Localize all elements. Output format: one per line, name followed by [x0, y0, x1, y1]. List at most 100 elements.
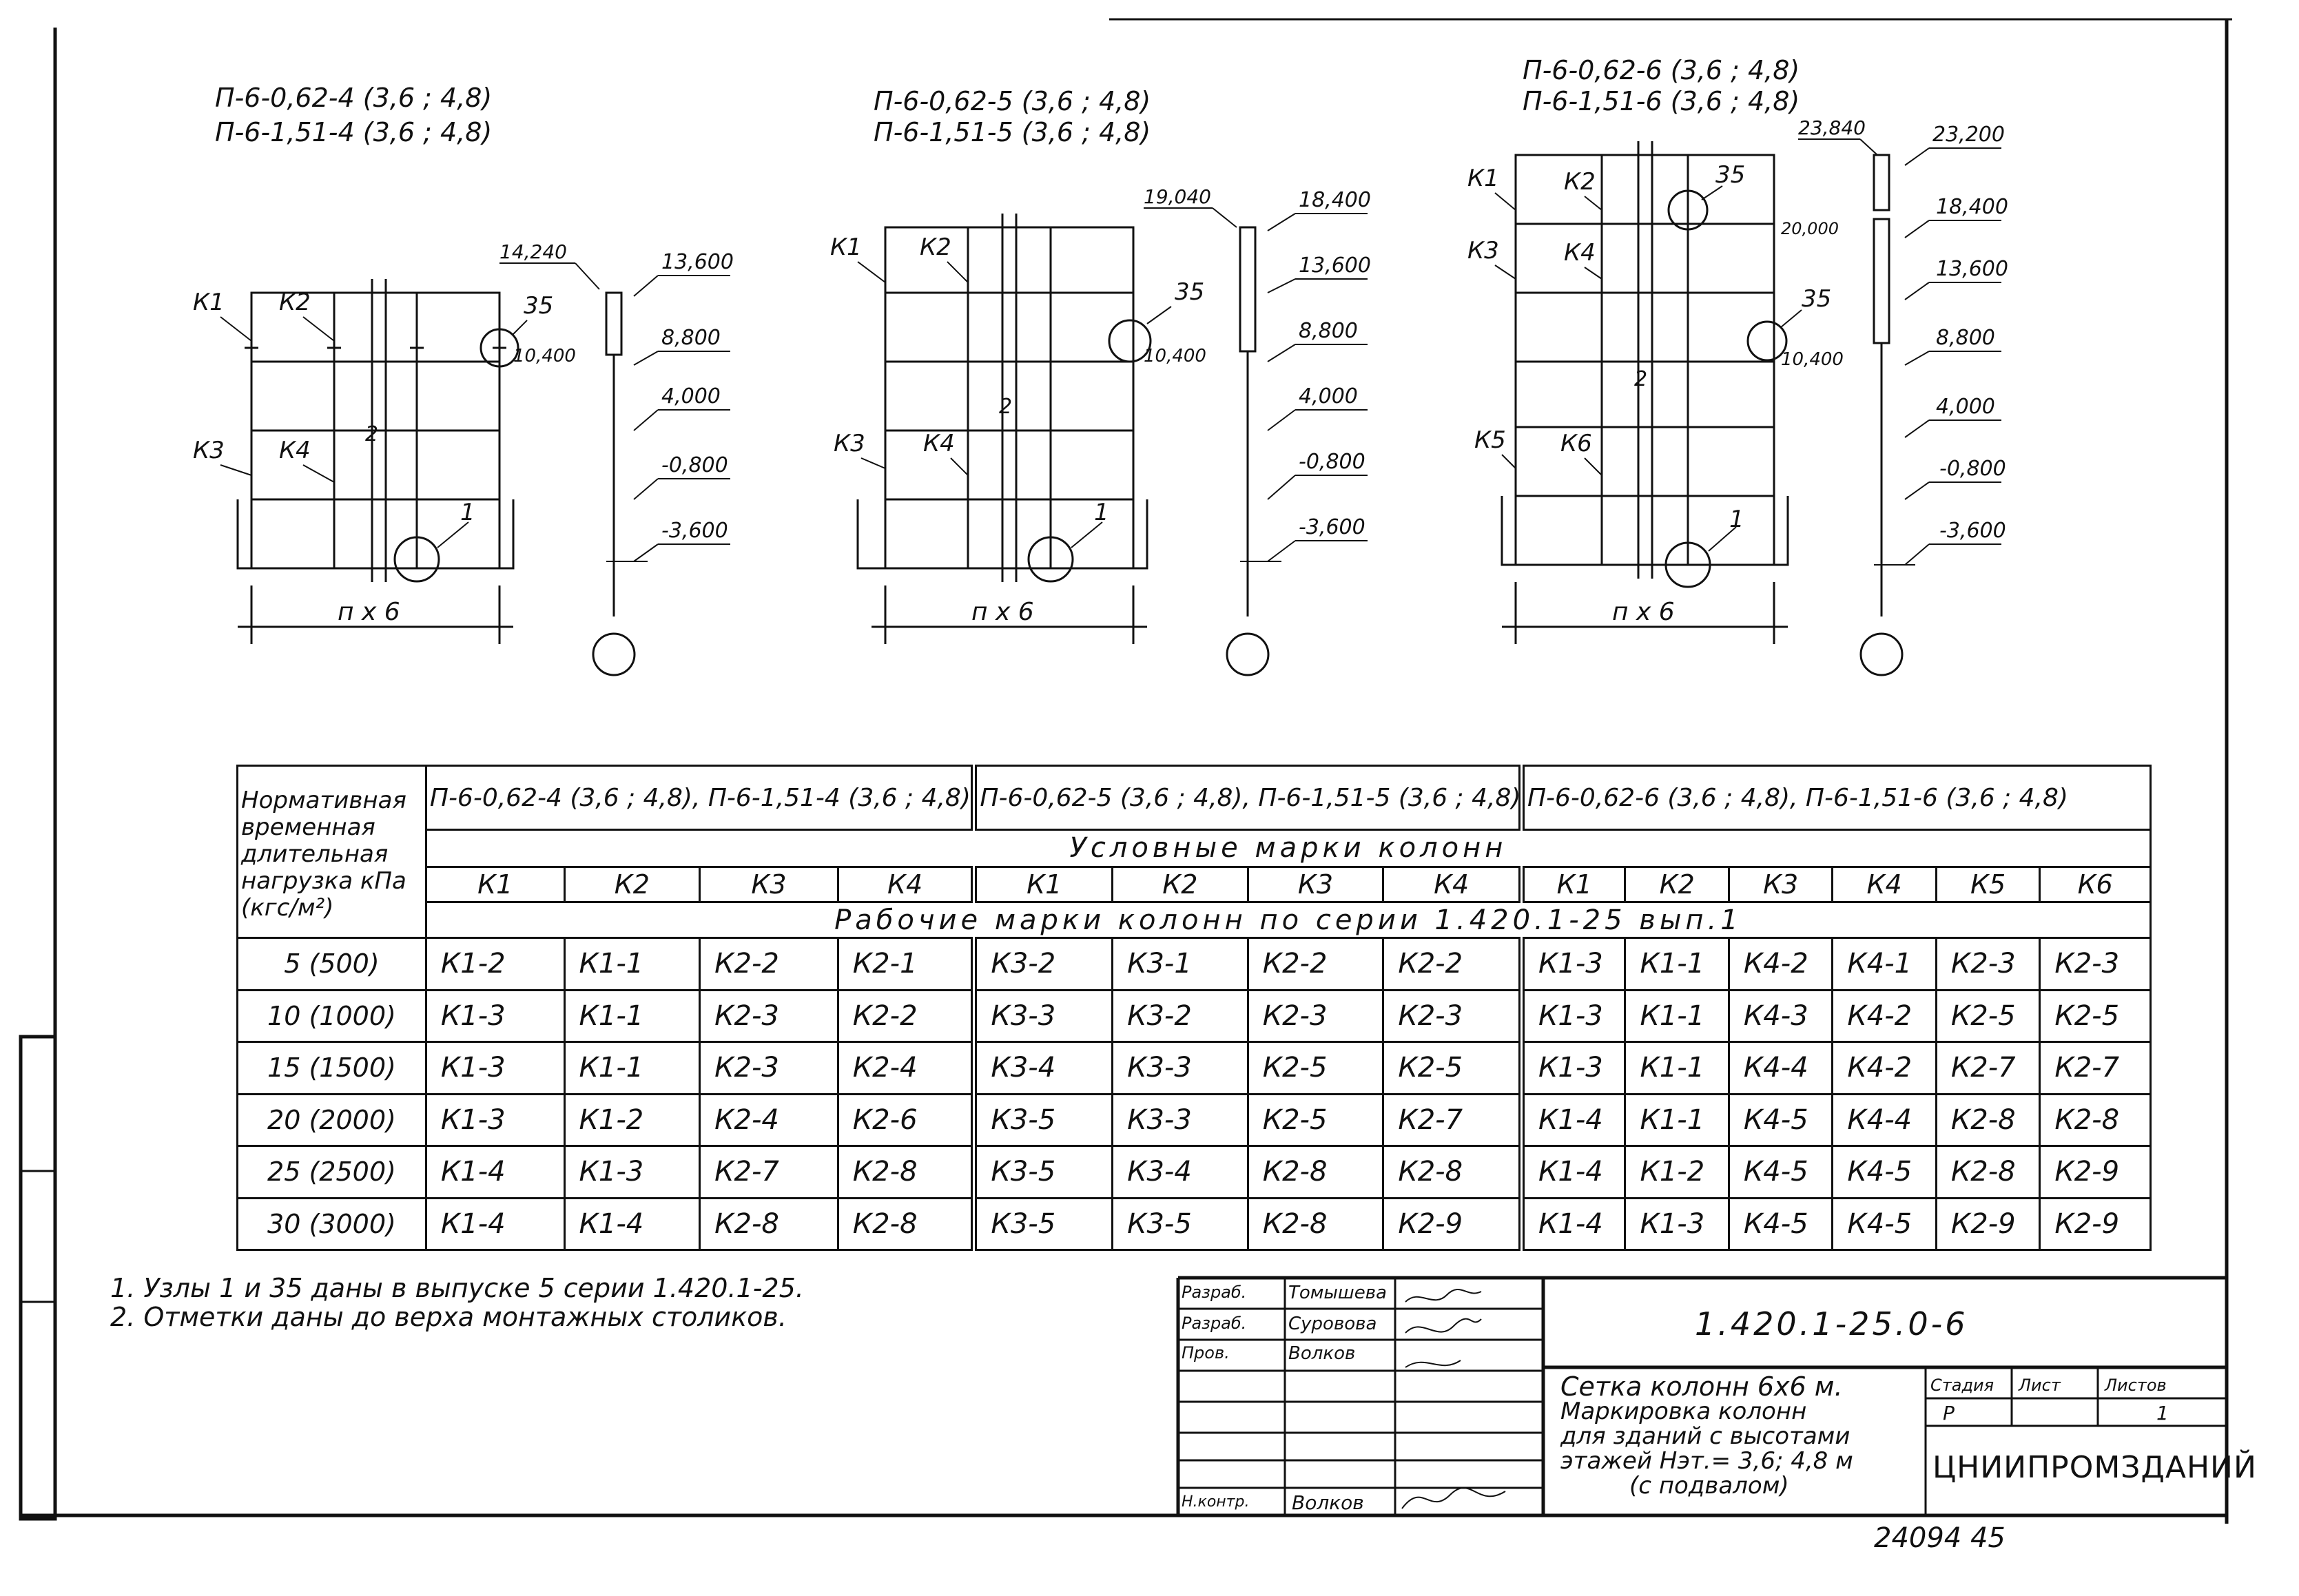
- working-mark-cell: К3-4: [971, 1041, 1114, 1095]
- working-mark-cell: К2-9: [2039, 1145, 2152, 1199]
- drawing-1-title-1: П-6-0,62-4 (3,6 ; 4,8): [215, 83, 492, 113]
- working-mark-cell: К1-1: [563, 988, 701, 1044]
- svg-text:18,400: 18,400: [1936, 195, 2008, 219]
- svg-text:П-6-0,62-6 (3,6 ; 4,8): П-6-0,62-6 (3,6 ; 4,8): [1523, 55, 1800, 85]
- working-mark-cell: К1-3: [563, 1145, 701, 1199]
- svg-text:П-6-0,62-5 (3,6 ; 4,8): П-6-0,62-5 (3,6 ; 4,8): [874, 86, 1151, 116]
- working-mark-cell: К4-3: [1727, 988, 1834, 1044]
- svg-text:8,800: 8,800: [1299, 319, 1358, 343]
- svg-text:П-6-1,51-5 (3,6 ; 4,8): П-6-1,51-5 (3,6 ; 4,8): [874, 117, 1151, 147]
- working-mark-cell: К2-2: [699, 937, 839, 991]
- working-mark-cell: К1-4: [1518, 1092, 1627, 1148]
- svg-text:К4: К4: [923, 430, 955, 457]
- working-mark-cell: К1-3: [1518, 1041, 1627, 1095]
- svg-text:1: 1: [460, 499, 475, 526]
- svg-text:35: 35: [524, 292, 553, 320]
- working-mark-cell: К2-3: [699, 1041, 839, 1095]
- svg-text:К4: К4: [1564, 239, 1596, 267]
- svg-text:10,400: 10,400: [513, 346, 576, 366]
- working-mark-cell: К3-3: [1111, 1041, 1249, 1095]
- working-mark-cell: К1-3: [1518, 988, 1627, 1044]
- sheets-label: Листов: [2105, 1376, 2167, 1395]
- working-mark-cell: К3-2: [971, 937, 1114, 991]
- load-value: 5 (500): [236, 937, 427, 991]
- svg-text:2: 2: [1634, 367, 1647, 391]
- working-mark-cell: К2-8: [2039, 1092, 2152, 1148]
- sheet-label: Лист: [2019, 1376, 2061, 1395]
- conditional-mark: К1: [1518, 865, 1627, 904]
- sheet-description: Сетка колонн 6х6 м. Маркировка колонн дл…: [1560, 1371, 1853, 1500]
- svg-text:-0,800: -0,800: [1939, 457, 2006, 481]
- svg-text:20,000: 20,000: [1781, 219, 1839, 238]
- svg-text:-0,800: -0,800: [1299, 450, 1365, 474]
- working-mark-cell: К3-5: [971, 1092, 1114, 1148]
- document-code: 1.420.1-25.0-6: [1695, 1305, 1968, 1343]
- svg-text:К4: К4: [279, 437, 311, 464]
- working-mark-cell: К2-5: [1246, 1041, 1385, 1095]
- conditional-mark: К4: [1382, 865, 1523, 904]
- working-mark-cell: К1-2: [424, 937, 566, 991]
- working-mark-cell: К1-4: [1518, 1196, 1627, 1252]
- name-1: Томышева: [1288, 1283, 1387, 1303]
- svg-text:К5: К5: [1474, 426, 1506, 454]
- working-mark-cell: К2-7: [1382, 1092, 1523, 1148]
- working-mark-cell: К4-5: [1831, 1196, 1937, 1252]
- working-mark-cell: К4-2: [1831, 1041, 1937, 1095]
- node-1-circle: [393, 536, 440, 583]
- working-mark-cell: К2-7: [2039, 1041, 2152, 1095]
- svg-text:23,840: 23,840: [1798, 116, 1866, 139]
- svg-text:8,800: 8,800: [1936, 326, 1995, 350]
- sheets-value: 1: [2156, 1402, 2169, 1424]
- frame-drawing-3: П-6-0,62-6 (3,6 ; 4,8) П-6-1,51-6 (3,6 ;…: [1467, 55, 2008, 676]
- conditional-mark: К5: [1935, 865, 2041, 904]
- stage-value: Р: [1943, 1402, 1955, 1424]
- load-value: 10 (1000): [236, 988, 427, 1044]
- working-mark-cell: К4-4: [1727, 1041, 1834, 1095]
- binding-strip: [19, 1035, 57, 1521]
- svg-text:П-6-1,51-6 (3,6 ; 4,8): П-6-1,51-6 (3,6 ; 4,8): [1523, 86, 1800, 116]
- conditional-marks-title: Условные марки колонн: [424, 829, 2152, 868]
- role-1: Разраб.: [1182, 1283, 1247, 1302]
- svg-text:35: 35: [1802, 285, 1831, 313]
- working-mark-cell: К2-2: [1246, 937, 1385, 991]
- svg-text:К3: К3: [834, 430, 865, 457]
- svg-text:10,400: 10,400: [1781, 349, 1844, 370]
- working-mark-cell: К2-7: [699, 1145, 839, 1199]
- working-mark-cell: К2-4: [699, 1092, 839, 1148]
- load-value: 15 (1500): [236, 1041, 427, 1095]
- frame-drawing-1: П-6-0,62-4 (3,6 ; 4,8) П-6-1,51-4 (3,6 ;…: [193, 83, 734, 676]
- svg-text:К2: К2: [920, 234, 951, 261]
- working-mark-cell: К3-2: [1111, 988, 1249, 1044]
- svg-text:К1: К1: [193, 289, 225, 316]
- working-mark-cell: К2-3: [699, 988, 839, 1044]
- svg-text:-3,600: -3,600: [1299, 515, 1365, 539]
- working-mark-cell: К3-3: [971, 988, 1114, 1044]
- working-mark-cell: К1-1: [563, 937, 701, 991]
- conditional-mark: К4: [836, 865, 976, 904]
- svg-text:10,400: 10,400: [1144, 346, 1206, 366]
- working-mark-cell: К4-5: [1727, 1092, 1834, 1148]
- working-mark-cell: К2-8: [1246, 1196, 1385, 1252]
- load-header: Нормативная временная длительная нагрузк…: [236, 764, 427, 940]
- footer-number: 24094 45: [1874, 1522, 2006, 1554]
- working-mark-cell: К2-5: [1246, 1092, 1385, 1148]
- svg-text:-3,600: -3,600: [661, 519, 728, 543]
- working-mark-cell: К1-4: [563, 1196, 701, 1252]
- name-2: Суровова: [1288, 1314, 1377, 1334]
- svg-text:35: 35: [1175, 278, 1204, 306]
- svg-text:19,040: 19,040: [1144, 185, 1211, 208]
- svg-text:К1: К1: [830, 234, 862, 261]
- working-mark-cell: К3-4: [1111, 1145, 1249, 1199]
- working-mark-cell: К2-5: [2039, 988, 2152, 1044]
- svg-text:4,000: 4,000: [661, 384, 721, 408]
- conditional-mark: К3: [1727, 865, 1834, 904]
- working-mark-cell: К2-8: [1382, 1145, 1523, 1199]
- working-mark-cell: К2-9: [1382, 1196, 1523, 1252]
- working-mark-cell: К1-3: [1624, 1196, 1730, 1252]
- role-3: Пров.: [1182, 1343, 1230, 1362]
- working-mark-cell: К4-5: [1727, 1145, 1834, 1199]
- role-4: Н.контр.: [1182, 1493, 1250, 1511]
- working-mark-cell: К1-1: [1624, 1092, 1730, 1148]
